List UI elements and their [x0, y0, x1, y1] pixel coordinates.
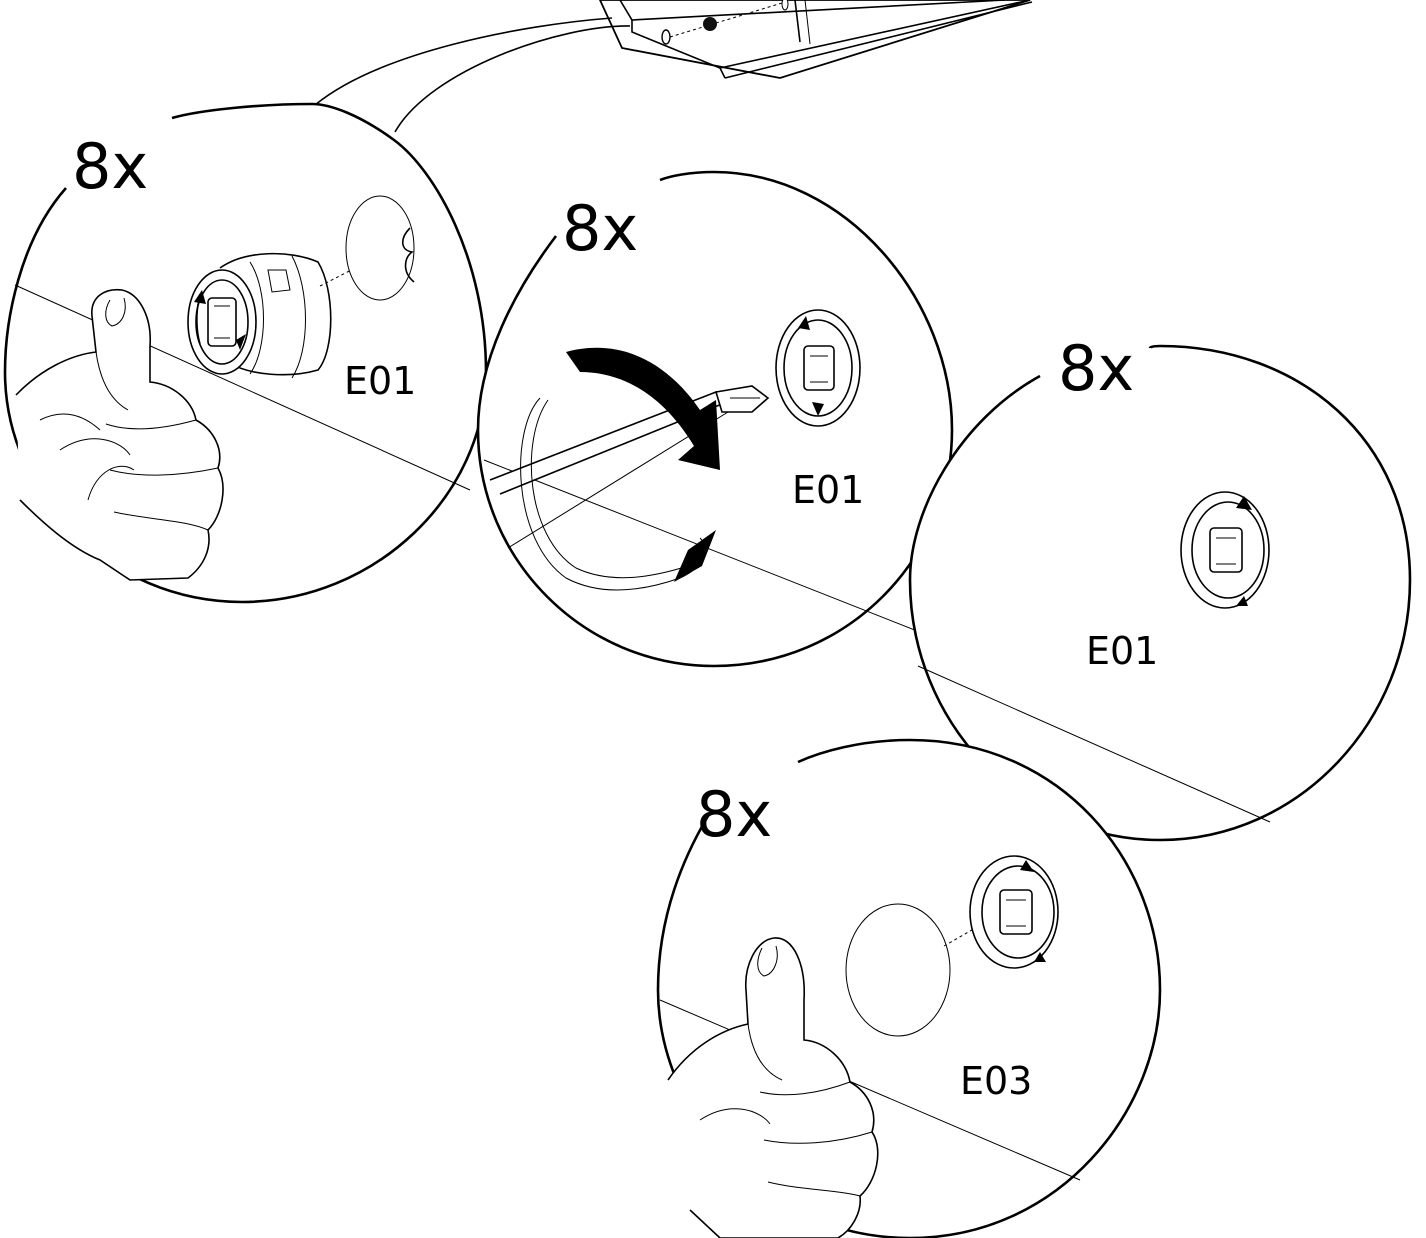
cam-lock-face-icon-3: [969, 855, 1059, 969]
step-1-quantity: 8x: [72, 130, 148, 203]
step-3-quantity: 8x: [1058, 332, 1134, 405]
hand-push-icon: [15, 288, 224, 581]
step-3-detail: 8x E01: [908, 332, 1412, 842]
step-2-quantity: 8x: [562, 192, 638, 265]
step-4-quantity: 8x: [696, 778, 772, 851]
drilled-hole-icon: [345, 195, 415, 301]
step-4-detail: 8x E03: [656, 738, 1162, 1238]
step-3-part-label: E01: [1086, 629, 1158, 673]
step-4-part-label: E03: [960, 1059, 1032, 1103]
hand-push-icon-2: [667, 937, 879, 1238]
cam-lock-face-icon-2: [1180, 491, 1270, 609]
rotation-arrow-icon: [566, 347, 720, 582]
screwdriver-icon: [489, 385, 770, 591]
step-1-part-label: E01: [344, 359, 416, 403]
step-2-detail: 8x E01: [476, 170, 954, 668]
step-2-part-label: E01: [792, 468, 864, 512]
step-1-detail: 8x E01: [3, 102, 488, 604]
panel-fragment-top: [314, 0, 1033, 133]
cam-lock-face-icon: [775, 309, 861, 427]
cam-lock-icon: [187, 252, 332, 379]
cover-cap-icon: [845, 903, 951, 1037]
